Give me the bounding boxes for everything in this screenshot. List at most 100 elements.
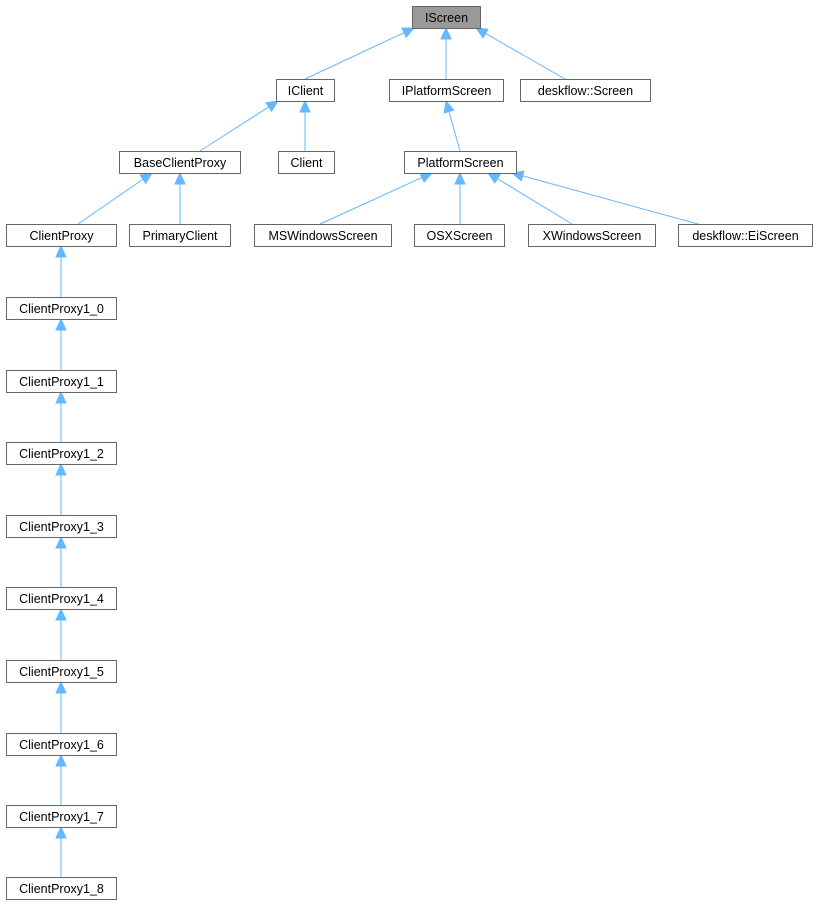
edge-deskflow-screen-to-iscreen: [474, 27, 566, 80]
class-box: [6, 660, 117, 683]
edge-client-to-iclient: [299, 99, 311, 151]
edge-clientproxy1_0-to-clientproxy: [55, 244, 67, 297]
edge-line: [448, 111, 461, 152]
class-node-clientproxy1_1[interactable]: ClientProxy1_1: [6, 370, 117, 393]
edge-line: [522, 175, 699, 225]
class-label: IClient: [288, 84, 324, 98]
class-label: ClientProxy1_1: [19, 375, 104, 389]
arrowhead-icon: [486, 172, 501, 184]
class-box: [6, 224, 117, 247]
class-label: Client: [291, 156, 323, 170]
edge-line: [485, 33, 566, 80]
class-label: IPlatformScreen: [402, 84, 492, 98]
edge-xwindowsscreen-to-platformscreen: [486, 172, 573, 225]
arrowhead-icon: [454, 171, 466, 185]
arrowhead-icon: [440, 26, 452, 40]
class-label: MSWindowsScreen: [268, 229, 377, 243]
class-node-mswindowsscreen[interactable]: MSWindowsScreen: [254, 224, 392, 247]
arrowhead-icon: [55, 462, 67, 476]
edge-clientproxy-to-baseclientproxy: [77, 172, 153, 225]
edge-clientproxy1_1-to-clientproxy1_0: [55, 317, 67, 370]
class-box: [520, 79, 651, 102]
edge-line: [497, 178, 573, 225]
class-label: PlatformScreen: [417, 156, 503, 170]
edge-line: [77, 178, 144, 225]
class-node-xwindowsscreen[interactable]: XWindowsScreen: [528, 224, 656, 247]
class-node-iplatformscreen[interactable]: IPlatformScreen: [389, 79, 504, 102]
class-box: [412, 6, 481, 29]
class-node-primaryclient[interactable]: PrimaryClient: [129, 224, 231, 247]
edge-clientproxy1_4-to-clientproxy1_3: [55, 535, 67, 587]
edge-line: [304, 32, 405, 80]
class-box: [6, 877, 117, 900]
arrowhead-icon: [401, 27, 416, 39]
class-node-iscreen[interactable]: IScreen: [412, 6, 481, 29]
class-node-clientproxy1_3[interactable]: ClientProxy1_3: [6, 515, 117, 538]
arrowhead-icon: [299, 99, 311, 113]
class-label: deskflow::EiScreen: [692, 229, 798, 243]
edge-clientproxy1_7-to-clientproxy1_6: [55, 753, 67, 805]
arrowhead-icon: [55, 535, 67, 549]
class-node-clientproxy1_4[interactable]: ClientProxy1_4: [6, 587, 117, 610]
arrowhead-icon: [55, 317, 67, 331]
edge-osxscreen-to-platformscreen: [454, 171, 466, 224]
edge-mswindowsscreen-to-platformscreen: [319, 172, 434, 225]
class-node-baseclientproxy[interactable]: BaseClientProxy: [119, 151, 241, 174]
class-box: [404, 151, 517, 174]
class-box: [6, 442, 117, 465]
class-node-clientproxy1_2[interactable]: ClientProxy1_2: [6, 442, 117, 465]
edge-line: [319, 177, 423, 225]
class-box: [528, 224, 656, 247]
class-box: [119, 151, 241, 174]
class-node-osxscreen[interactable]: OSXScreen: [414, 224, 505, 247]
class-node-clientproxy1_7[interactable]: ClientProxy1_7: [6, 805, 117, 828]
class-node-clientproxy1_5[interactable]: ClientProxy1_5: [6, 660, 117, 683]
arrowhead-icon: [55, 680, 67, 694]
class-label: ClientProxy1_7: [19, 810, 104, 824]
edge-clientproxy1_8-to-clientproxy1_7: [55, 825, 67, 877]
class-box: [678, 224, 813, 247]
class-label: IScreen: [425, 11, 468, 25]
class-label: ClientProxy: [30, 229, 95, 243]
arrowhead-icon: [55, 244, 67, 258]
class-box: [6, 805, 117, 828]
class-label: BaseClientProxy: [134, 156, 227, 170]
class-box: [278, 151, 335, 174]
class-node-platformscreen[interactable]: PlatformScreen: [404, 151, 517, 174]
arrowhead-icon: [174, 171, 186, 185]
arrowhead-icon: [55, 753, 67, 767]
class-label: ClientProxy1_6: [19, 738, 104, 752]
class-node-clientproxy[interactable]: ClientProxy: [6, 224, 117, 247]
class-box: [6, 587, 117, 610]
edge-deskflow-eiscreen-to-platformscreen: [510, 170, 699, 225]
class-label: ClientProxy1_4: [19, 592, 104, 606]
class-label: OSXScreen: [426, 229, 492, 243]
edge-line: [199, 106, 270, 152]
class-box: [389, 79, 504, 102]
edge-iplatformscreen-to-iscreen: [440, 26, 452, 79]
class-box: [129, 224, 231, 247]
arrowhead-icon: [55, 390, 67, 404]
class-label: ClientProxy1_3: [19, 520, 104, 534]
class-node-deskflow-eiscreen[interactable]: deskflow::EiScreen: [678, 224, 813, 247]
class-label: XWindowsScreen: [543, 229, 642, 243]
class-node-deskflow-screen[interactable]: deskflow::Screen: [520, 79, 651, 102]
edge-iclient-to-iscreen: [304, 27, 416, 80]
class-node-clientproxy1_6[interactable]: ClientProxy1_6: [6, 733, 117, 756]
class-node-iclient[interactable]: IClient: [276, 79, 335, 102]
edges-layer: [55, 26, 699, 877]
class-box: [276, 79, 335, 102]
class-box: [6, 515, 117, 538]
class-label: ClientProxy1_2: [19, 447, 104, 461]
edge-clientproxy1_5-to-clientproxy1_4: [55, 607, 67, 660]
class-box: [254, 224, 392, 247]
class-box: [414, 224, 505, 247]
class-node-clientproxy1_8[interactable]: ClientProxy1_8: [6, 877, 117, 900]
class-node-client[interactable]: Client: [278, 151, 335, 174]
class-label: PrimaryClient: [142, 229, 218, 243]
class-label: ClientProxy1_8: [19, 882, 104, 896]
arrowhead-icon: [139, 172, 153, 185]
class-node-clientproxy1_0[interactable]: ClientProxy1_0: [6, 297, 117, 320]
